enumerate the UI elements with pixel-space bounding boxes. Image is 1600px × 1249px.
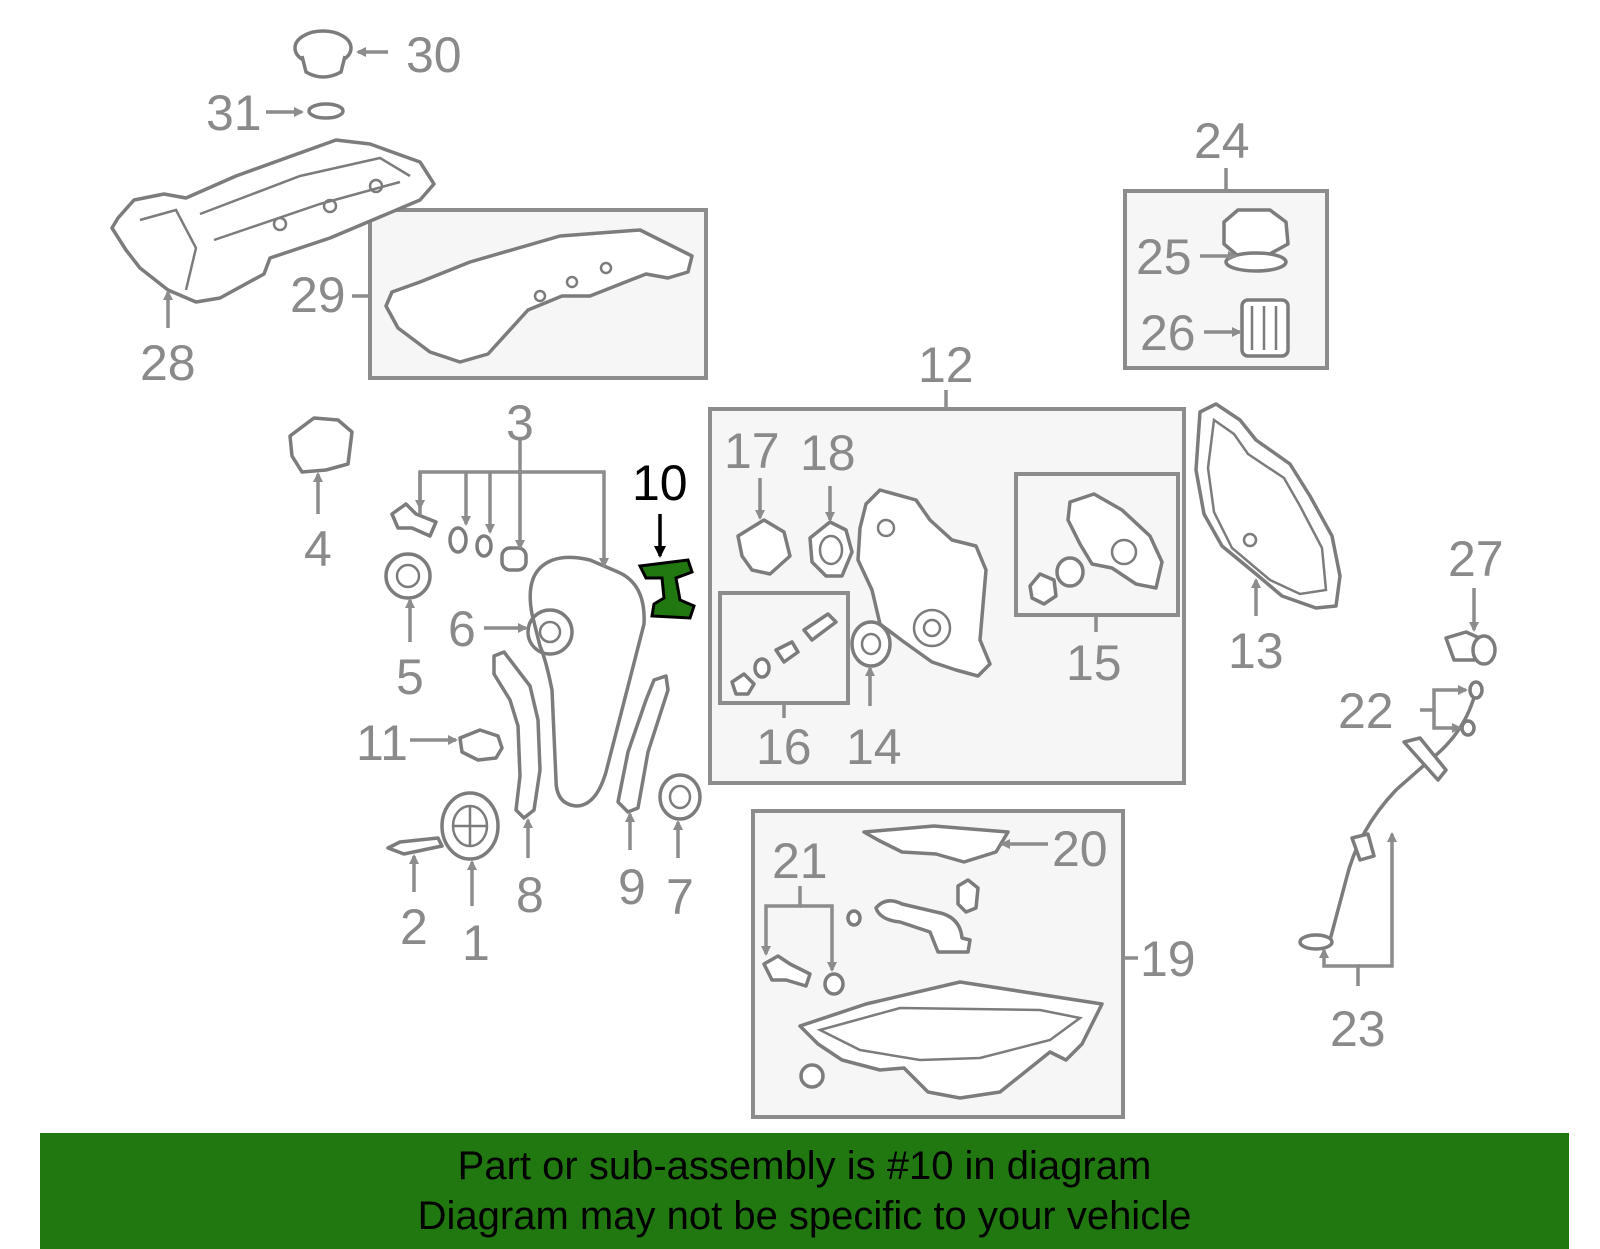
callout-8: 8 [516, 867, 544, 923]
callout-12: 12 [918, 337, 974, 393]
oil-level-sensor-part [1444, 630, 1497, 666]
drain-plug-part [762, 954, 845, 996]
crankshaft-balancer-part [440, 791, 500, 861]
oil-seal-part [384, 552, 432, 600]
rear-cover-gasket-part [1194, 402, 1342, 610]
chain-guide-part [616, 674, 670, 814]
bracket-part [288, 416, 354, 474]
leader-line [761, 886, 802, 956]
dipstick-tube-part [1298, 680, 1484, 951]
callout-23: 23 [1330, 1001, 1386, 1057]
leader-line [1432, 710, 1462, 733]
highlighted-part-10 [637, 558, 696, 620]
callout-20: 20 [1052, 821, 1108, 877]
callout-31: 31 [206, 85, 262, 141]
info-banner: Part or sub-assembly is #10 in diagram D… [40, 1133, 1569, 1249]
banner-line-1: Part or sub-assembly is #10 in diagram [457, 1144, 1152, 1188]
callout-11: 11 [356, 715, 408, 771]
callout-27: 27 [1448, 531, 1504, 587]
callout-17: 17 [724, 423, 780, 479]
oil-pickup-tube-part [846, 878, 980, 954]
callout-15: 15 [1066, 635, 1122, 691]
oil-pan-part [798, 980, 1104, 1100]
gasket-opening [818, 534, 844, 566]
oil-filler-cap-part [293, 29, 353, 79]
cover-gasket-part [808, 520, 854, 578]
callout-6: 6 [448, 601, 476, 657]
callout-7: 7 [666, 869, 694, 925]
leader-line [1420, 685, 1468, 712]
callout-3: 3 [506, 395, 534, 451]
callout-9: 9 [618, 859, 646, 915]
callout-18: 18 [800, 425, 856, 481]
callout-10-highlighted: 10 [632, 455, 688, 511]
dowel-part [500, 546, 528, 572]
gasket-hole [565, 275, 579, 289]
oil-filter-cap-part [1222, 208, 1290, 273]
oil-filter-element-part [1240, 298, 1290, 358]
timing-chain-part [528, 555, 646, 808]
sensor-part [458, 728, 504, 762]
callout-26: 26 [1140, 305, 1196, 361]
leader-line [1319, 948, 1360, 986]
callout-4: 4 [304, 521, 332, 577]
front-seal-part [658, 773, 702, 821]
balancer-bolt-part [386, 836, 444, 856]
callout-16: 16 [756, 719, 812, 775]
cover-gasket-part [736, 518, 792, 576]
callout-30: 30 [406, 27, 462, 83]
valve-cover-gasket-part [384, 228, 694, 364]
callout-24: 24 [1194, 113, 1250, 169]
leader-line [800, 904, 837, 972]
callout-13: 13 [1228, 623, 1284, 679]
cover-seal-part [850, 620, 892, 668]
callout-21: 21 [772, 833, 828, 889]
callout-2: 2 [400, 899, 428, 955]
leader-line [1358, 832, 1397, 968]
callout-5: 5 [396, 649, 424, 705]
oil-pan-baffle-part [862, 824, 1010, 864]
cap-seal-part [307, 102, 345, 120]
callout-28: 28 [140, 335, 196, 391]
camshaft-sprocket-part [526, 608, 574, 656]
timing-bolt-part [390, 502, 438, 538]
o-ring-part [475, 534, 493, 558]
callout-14: 14 [846, 719, 902, 775]
gasket-hole [599, 261, 613, 275]
callout-22: 22 [1338, 683, 1394, 739]
banner-line-2: Diagram may not be specific to your vehi… [417, 1194, 1192, 1238]
callout-1: 1 [462, 915, 490, 971]
o-ring-part [448, 526, 468, 554]
pressure-relief-valve-part [730, 612, 838, 696]
callout-29: 29 [290, 267, 346, 323]
gasket-hole [533, 289, 547, 303]
front-cover-part [856, 488, 992, 678]
oil-pump-part [1028, 492, 1164, 606]
callout-25: 25 [1136, 229, 1192, 285]
callout-19: 19 [1140, 931, 1196, 987]
chain-guide-part [492, 650, 542, 820]
